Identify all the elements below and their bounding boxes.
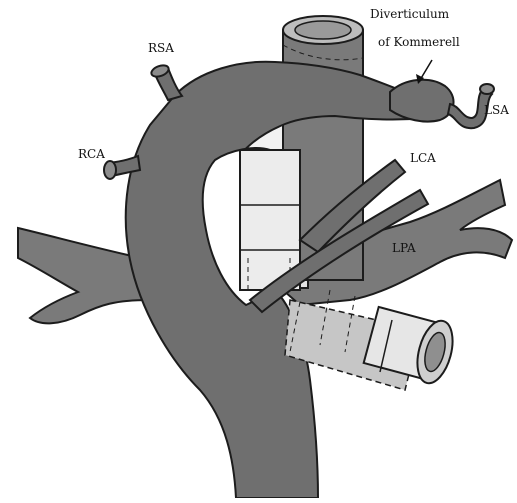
rca-opening [104, 161, 116, 179]
bronchus [285, 300, 459, 390]
diverticulum-of-kommerell [390, 80, 454, 122]
label-lsa: LSA [484, 103, 509, 117]
label-rca: RCA [78, 147, 105, 161]
label-lca: LCA [410, 151, 436, 165]
lsa-opening [480, 84, 494, 94]
label-diverticulum-line1: Diverticulum [370, 7, 450, 21]
label-lpa: LPA [392, 241, 416, 255]
label-rsa: RSA [148, 41, 174, 55]
label-diverticulum-line2: of Kommerell [378, 35, 460, 49]
